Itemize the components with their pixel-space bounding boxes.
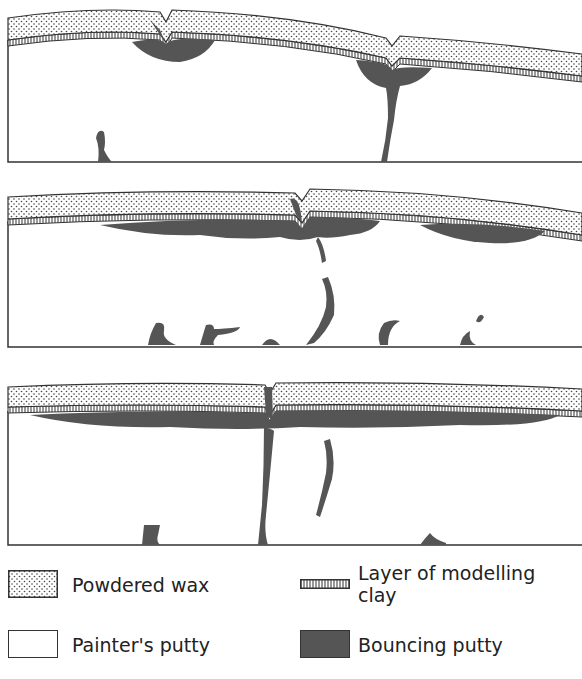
legend-pattern-swatch <box>8 570 58 598</box>
legend-label: Bouncing putty <box>358 634 503 656</box>
legend-swatch <box>8 630 58 658</box>
legend-pattern-swatch <box>300 579 350 589</box>
legend-label: Layer of modelling clay <box>358 562 548 606</box>
panel-two <box>8 189 582 347</box>
panel-one <box>8 10 582 162</box>
legend-label: Painter's putty <box>72 634 210 656</box>
legend-label: Powdered wax <box>72 574 209 596</box>
legend-swatch <box>300 630 350 658</box>
panel-three <box>8 383 582 545</box>
